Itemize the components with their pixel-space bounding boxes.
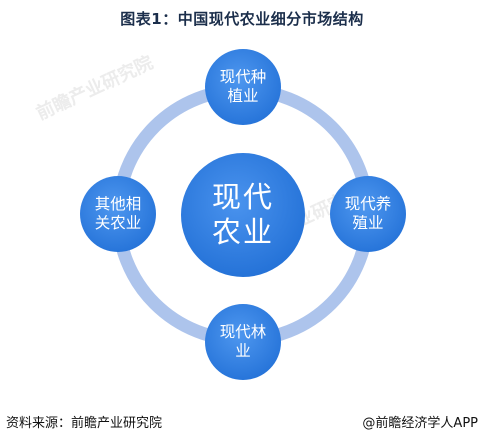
center-line1: 现代 [211, 180, 274, 215]
watermark-text: 前瞻产业研究院 [33, 51, 156, 124]
node-left [80, 176, 156, 252]
center-node-label: 现代 农业 [181, 153, 305, 277]
node-top-label: 现代种 植业 [205, 49, 281, 125]
node-top [205, 49, 281, 125]
node-bottom [205, 304, 281, 380]
source-note: 资料来源：前瞻产业研究院 [6, 416, 163, 431]
node-bottom-label: 现代林 业 [205, 304, 281, 380]
node-right-line1: 现代养 [344, 194, 392, 213]
chart-title: 图表1：中国现代农业细分市场结构 [120, 10, 364, 28]
node-left-line2: 关农业 [94, 214, 142, 232]
node-left-label: 其他相 关农业 [80, 176, 156, 252]
center-line2: 农业 [211, 215, 274, 249]
node-top-line1: 现代种 [219, 67, 267, 86]
center-node [181, 153, 305, 277]
node-right-label: 现代养 殖业 [330, 176, 406, 252]
node-bottom-line2: 业 [235, 342, 251, 360]
node-right-line2: 殖业 [352, 214, 384, 232]
node-top-line2: 植业 [227, 87, 259, 105]
node-left-line1: 其他相 [94, 194, 142, 213]
node-right [330, 176, 406, 252]
brand-credit: @前瞻经济学人APP [362, 416, 478, 431]
node-bottom-line1: 现代林 [219, 322, 267, 341]
